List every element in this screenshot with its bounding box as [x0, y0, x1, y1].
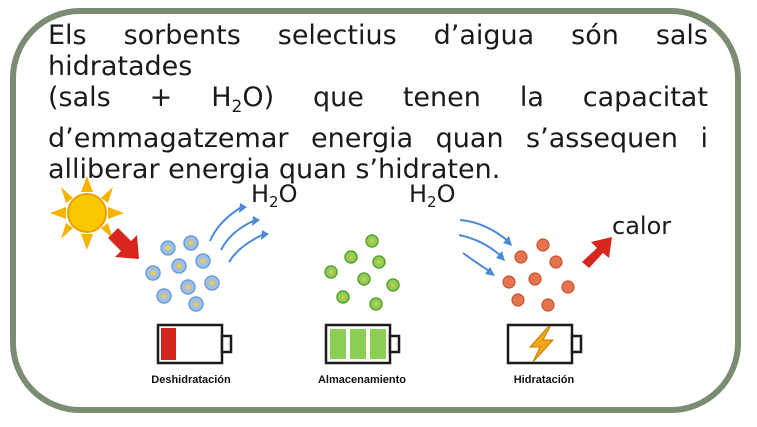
heat-output-arrow-icon [582, 237, 612, 268]
vapor-in-arrows-icon [458, 219, 509, 273]
word-que: que [313, 82, 364, 113]
word-sals: (sals [48, 82, 111, 113]
heat-label: calor [612, 212, 672, 240]
storage-particles [324, 234, 400, 311]
stage-caption-storage: Almacenamiento [317, 374, 407, 386]
paragraph-line-1: Els sorbents selectius d’aigua són sals … [48, 20, 708, 82]
description-paragraph: Els sorbents selectius d’aigua són sals … [48, 20, 708, 185]
paragraph-line-3: d’emmagatzemar energia quan s’assequen i [48, 123, 708, 154]
paragraph-line-2: (sals + H2O) que tenen la capacitat [48, 82, 708, 123]
battery-low-icon [156, 323, 233, 365]
stage-caption-hydration: Hidratación [513, 374, 575, 386]
dehydrated-particles [145, 235, 220, 312]
solar-input-arrow-icon [108, 228, 139, 259]
h2o-label-out: H2O [251, 180, 298, 211]
stage-caption-dehydration: Deshidratación [151, 374, 231, 386]
sun-icon [50, 176, 124, 250]
paragraph-line-4: alliberar energia quan s’hidraten. [48, 154, 501, 185]
battery-charging-icon [506, 323, 583, 365]
word-capacitat: capacitat [582, 82, 708, 113]
battery-full-icon [324, 323, 401, 365]
vapor-out-arrows-icon [209, 207, 263, 263]
h2o-label-in: H2O [409, 180, 456, 211]
word-plus: + [149, 82, 173, 113]
word-la: la [519, 82, 544, 113]
hydrated-particles [502, 238, 575, 312]
word-tenen: tenen [402, 82, 481, 113]
word-h2o: H2O) [211, 82, 275, 117]
